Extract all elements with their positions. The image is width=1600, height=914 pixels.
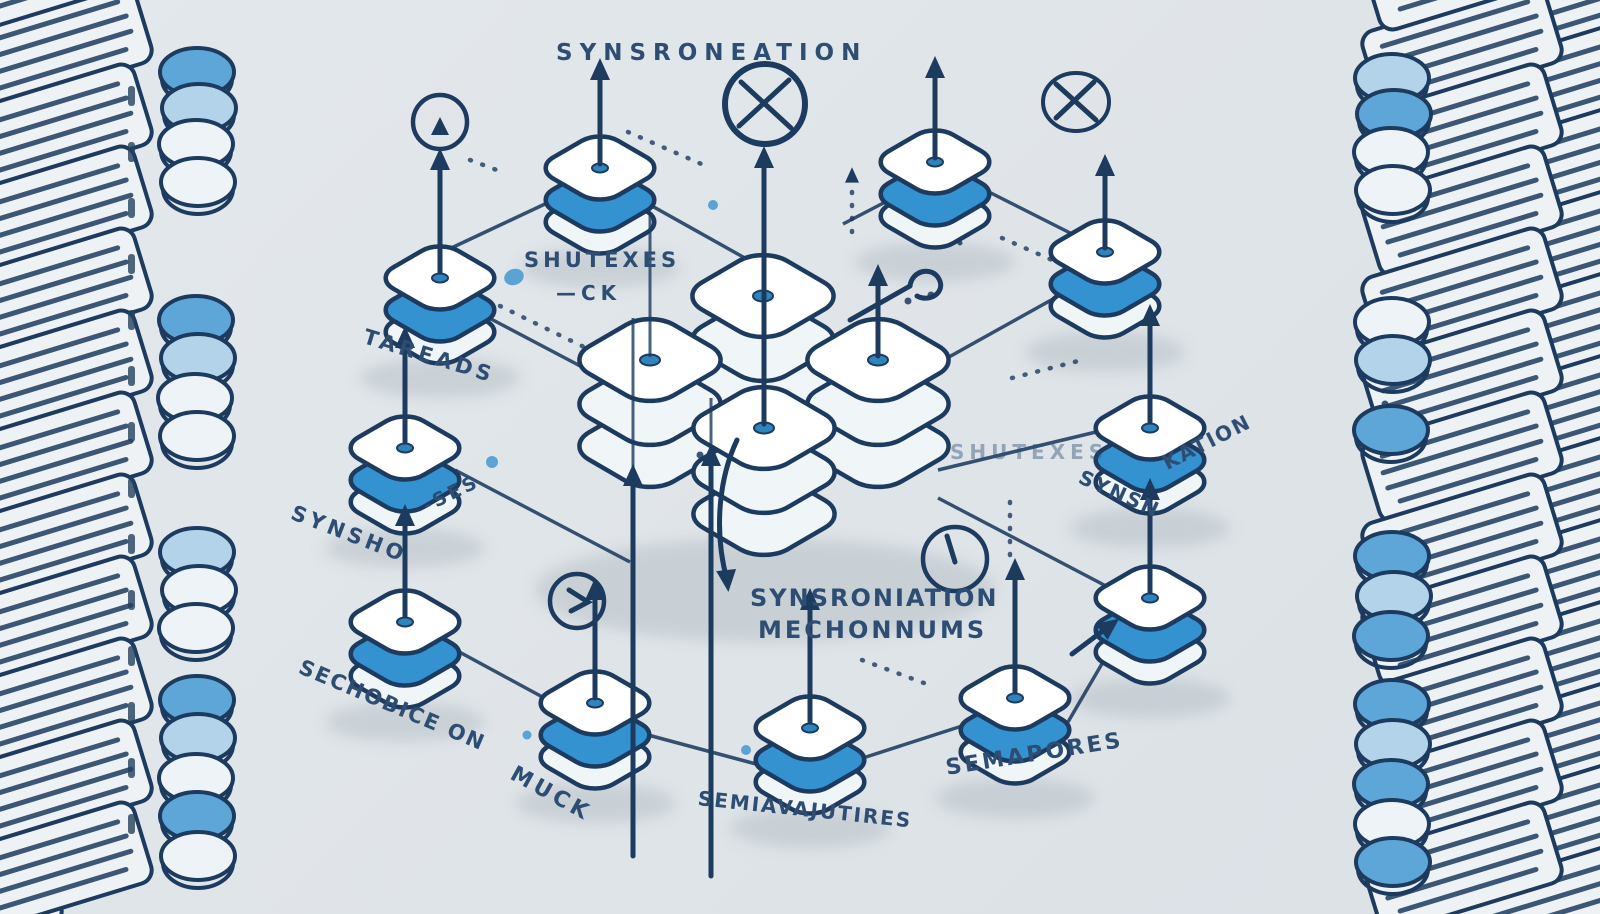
hook-arrow-icon: [717, 437, 740, 583]
crossed-circle-icon: [722, 61, 808, 147]
loop-arrow-icon: [847, 268, 944, 323]
up-arrows: [395, 56, 1160, 879]
disk-column-left: [156, 46, 238, 890]
center-title-line2: MECHONNUMS: [758, 616, 988, 644]
dotted-trails: [467, 129, 1085, 689]
center-title-line1: SYNSRONIATION: [750, 584, 999, 612]
label-mutexes-sub: —CK: [556, 281, 622, 305]
left-border-texture: [0, 0, 155, 914]
left-dash-column: [128, 86, 135, 834]
circled-icons: [410, 61, 1111, 631]
loop-circle-icon: [410, 92, 470, 152]
label-mutexes: SHUTEXES: [524, 248, 681, 272]
clock-icon: [547, 571, 607, 631]
label-mutexes-faded: SHUTEXES: [950, 440, 1109, 464]
title-synchronization: SYNSRONEATION: [556, 40, 868, 66]
crossed-circle-icon-small: [1041, 71, 1111, 133]
ink-blobs: [486, 200, 1389, 755]
clock-icon-2: [920, 524, 990, 594]
shadows: [325, 242, 1230, 848]
